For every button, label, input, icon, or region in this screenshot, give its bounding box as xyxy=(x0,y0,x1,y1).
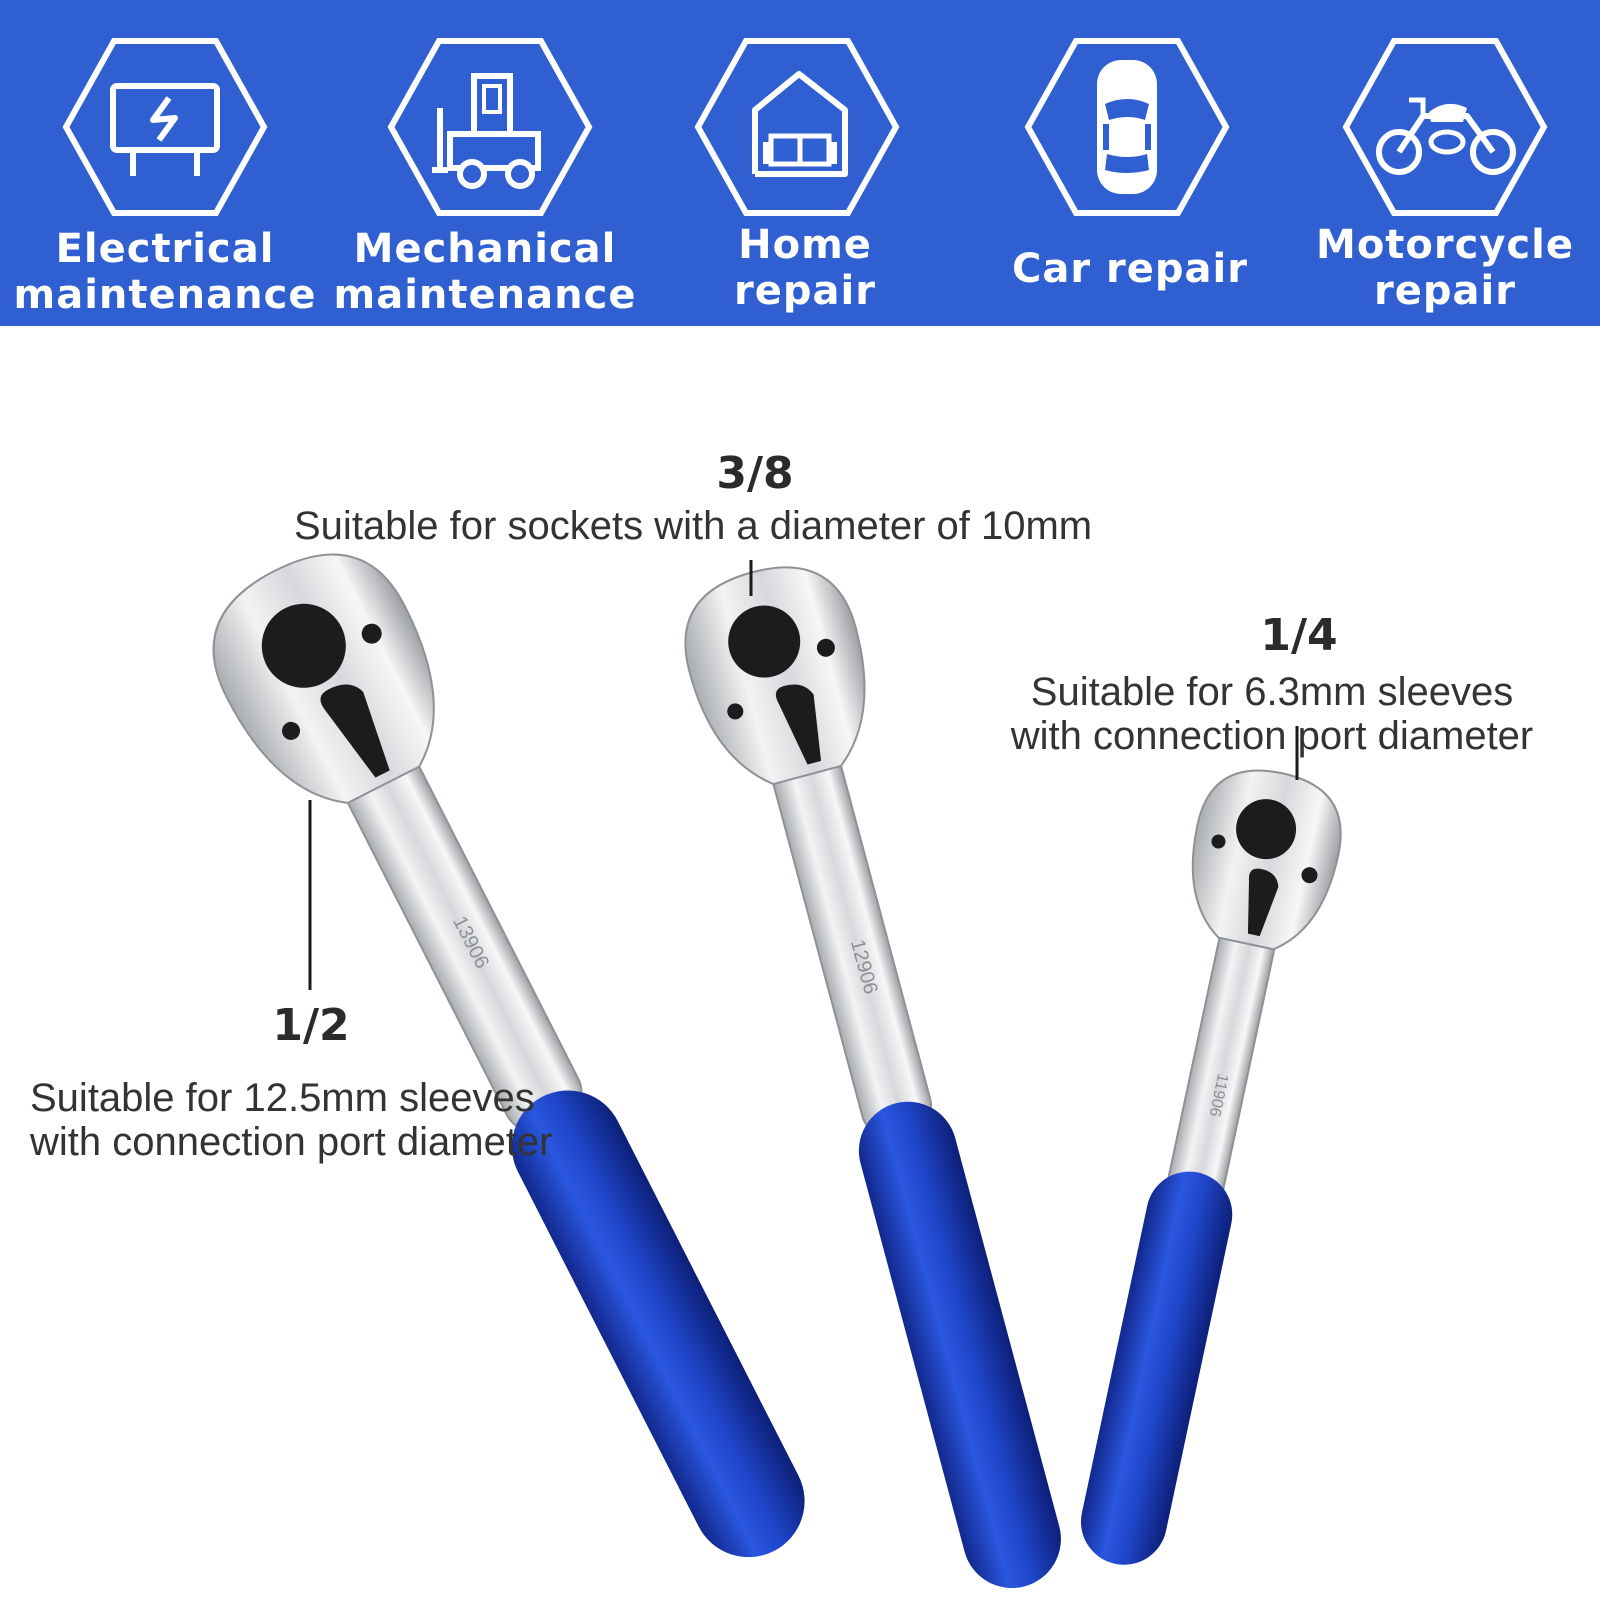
car-icon xyxy=(1024,38,1230,216)
size-description-3-8: Suitable for sockets with a diameter of … xyxy=(294,504,1093,548)
ratchet-wrenches-illustration: 13906 12906 11906 xyxy=(212,553,1342,1589)
app-motorcycle-label: Motorcycle repair xyxy=(1316,222,1574,314)
app-home-label: Home repair xyxy=(734,222,876,314)
wrench-quarter-inch-screw xyxy=(1211,834,1226,849)
wrench-half-inch-screw xyxy=(282,721,301,740)
app-electrical-label: Electrical maintenance xyxy=(13,226,317,318)
size-description-1-4: Suitable for 6.3mm sleeves with connecti… xyxy=(1010,670,1534,758)
wrench-three-eighths: 12906 xyxy=(684,566,1061,1589)
wrench-three-eighths-grip xyxy=(858,1101,1061,1589)
applications-banner: Electrical maintenance Mechanical mainte… xyxy=(0,0,1600,326)
wrench-quarter-inch-square-drive xyxy=(1236,799,1297,860)
app-motorcycle: Motorcycle repair xyxy=(1290,0,1600,326)
app-car-label: Car repair xyxy=(1012,246,1248,292)
app-car: Car repair xyxy=(970,0,1290,326)
wrench-three-eighths-screw xyxy=(816,638,835,657)
app-home: Home repair xyxy=(640,0,970,326)
app-mechanical-label: Mechanical maintenance xyxy=(333,226,637,318)
app-mechanical: Mechanical maintenance xyxy=(330,0,640,326)
wrench-quarter-inch: 11906 xyxy=(1080,769,1342,1565)
size-label-3-8: 3/8 xyxy=(716,448,794,499)
wrench-half-inch-lever xyxy=(320,684,390,778)
wrench-quarter-inch-screw xyxy=(1301,867,1318,884)
app-electrical: Electrical maintenance xyxy=(0,0,330,326)
size-label-1-2: 1/2 xyxy=(272,1000,350,1051)
wrench-three-eighths-square-drive xyxy=(728,605,801,678)
wrench-half-inch-grip xyxy=(511,1090,805,1558)
wrench-quarter-inch-head xyxy=(1191,769,1342,951)
electrical-panel-icon xyxy=(62,38,268,216)
motorcycle-icon xyxy=(1342,38,1548,216)
size-label-1-4: 1/4 xyxy=(1260,610,1338,661)
forklift-icon xyxy=(387,38,593,216)
size-description-1-2: Suitable for 12.5mm sleeves with connect… xyxy=(30,1076,553,1164)
wrench-three-eighths-lever xyxy=(775,684,822,765)
wrench-quarter-inch-grip xyxy=(1080,1171,1233,1565)
wrench-half-inch: 13906 xyxy=(212,553,805,1558)
wrench-half-inch-square-drive xyxy=(261,603,346,688)
wrench-half-inch-screw xyxy=(361,623,382,644)
house-sofa-icon xyxy=(694,38,900,216)
wrench-three-eighths-screw xyxy=(727,703,744,720)
wrench-quarter-inch-lever xyxy=(1247,868,1279,937)
